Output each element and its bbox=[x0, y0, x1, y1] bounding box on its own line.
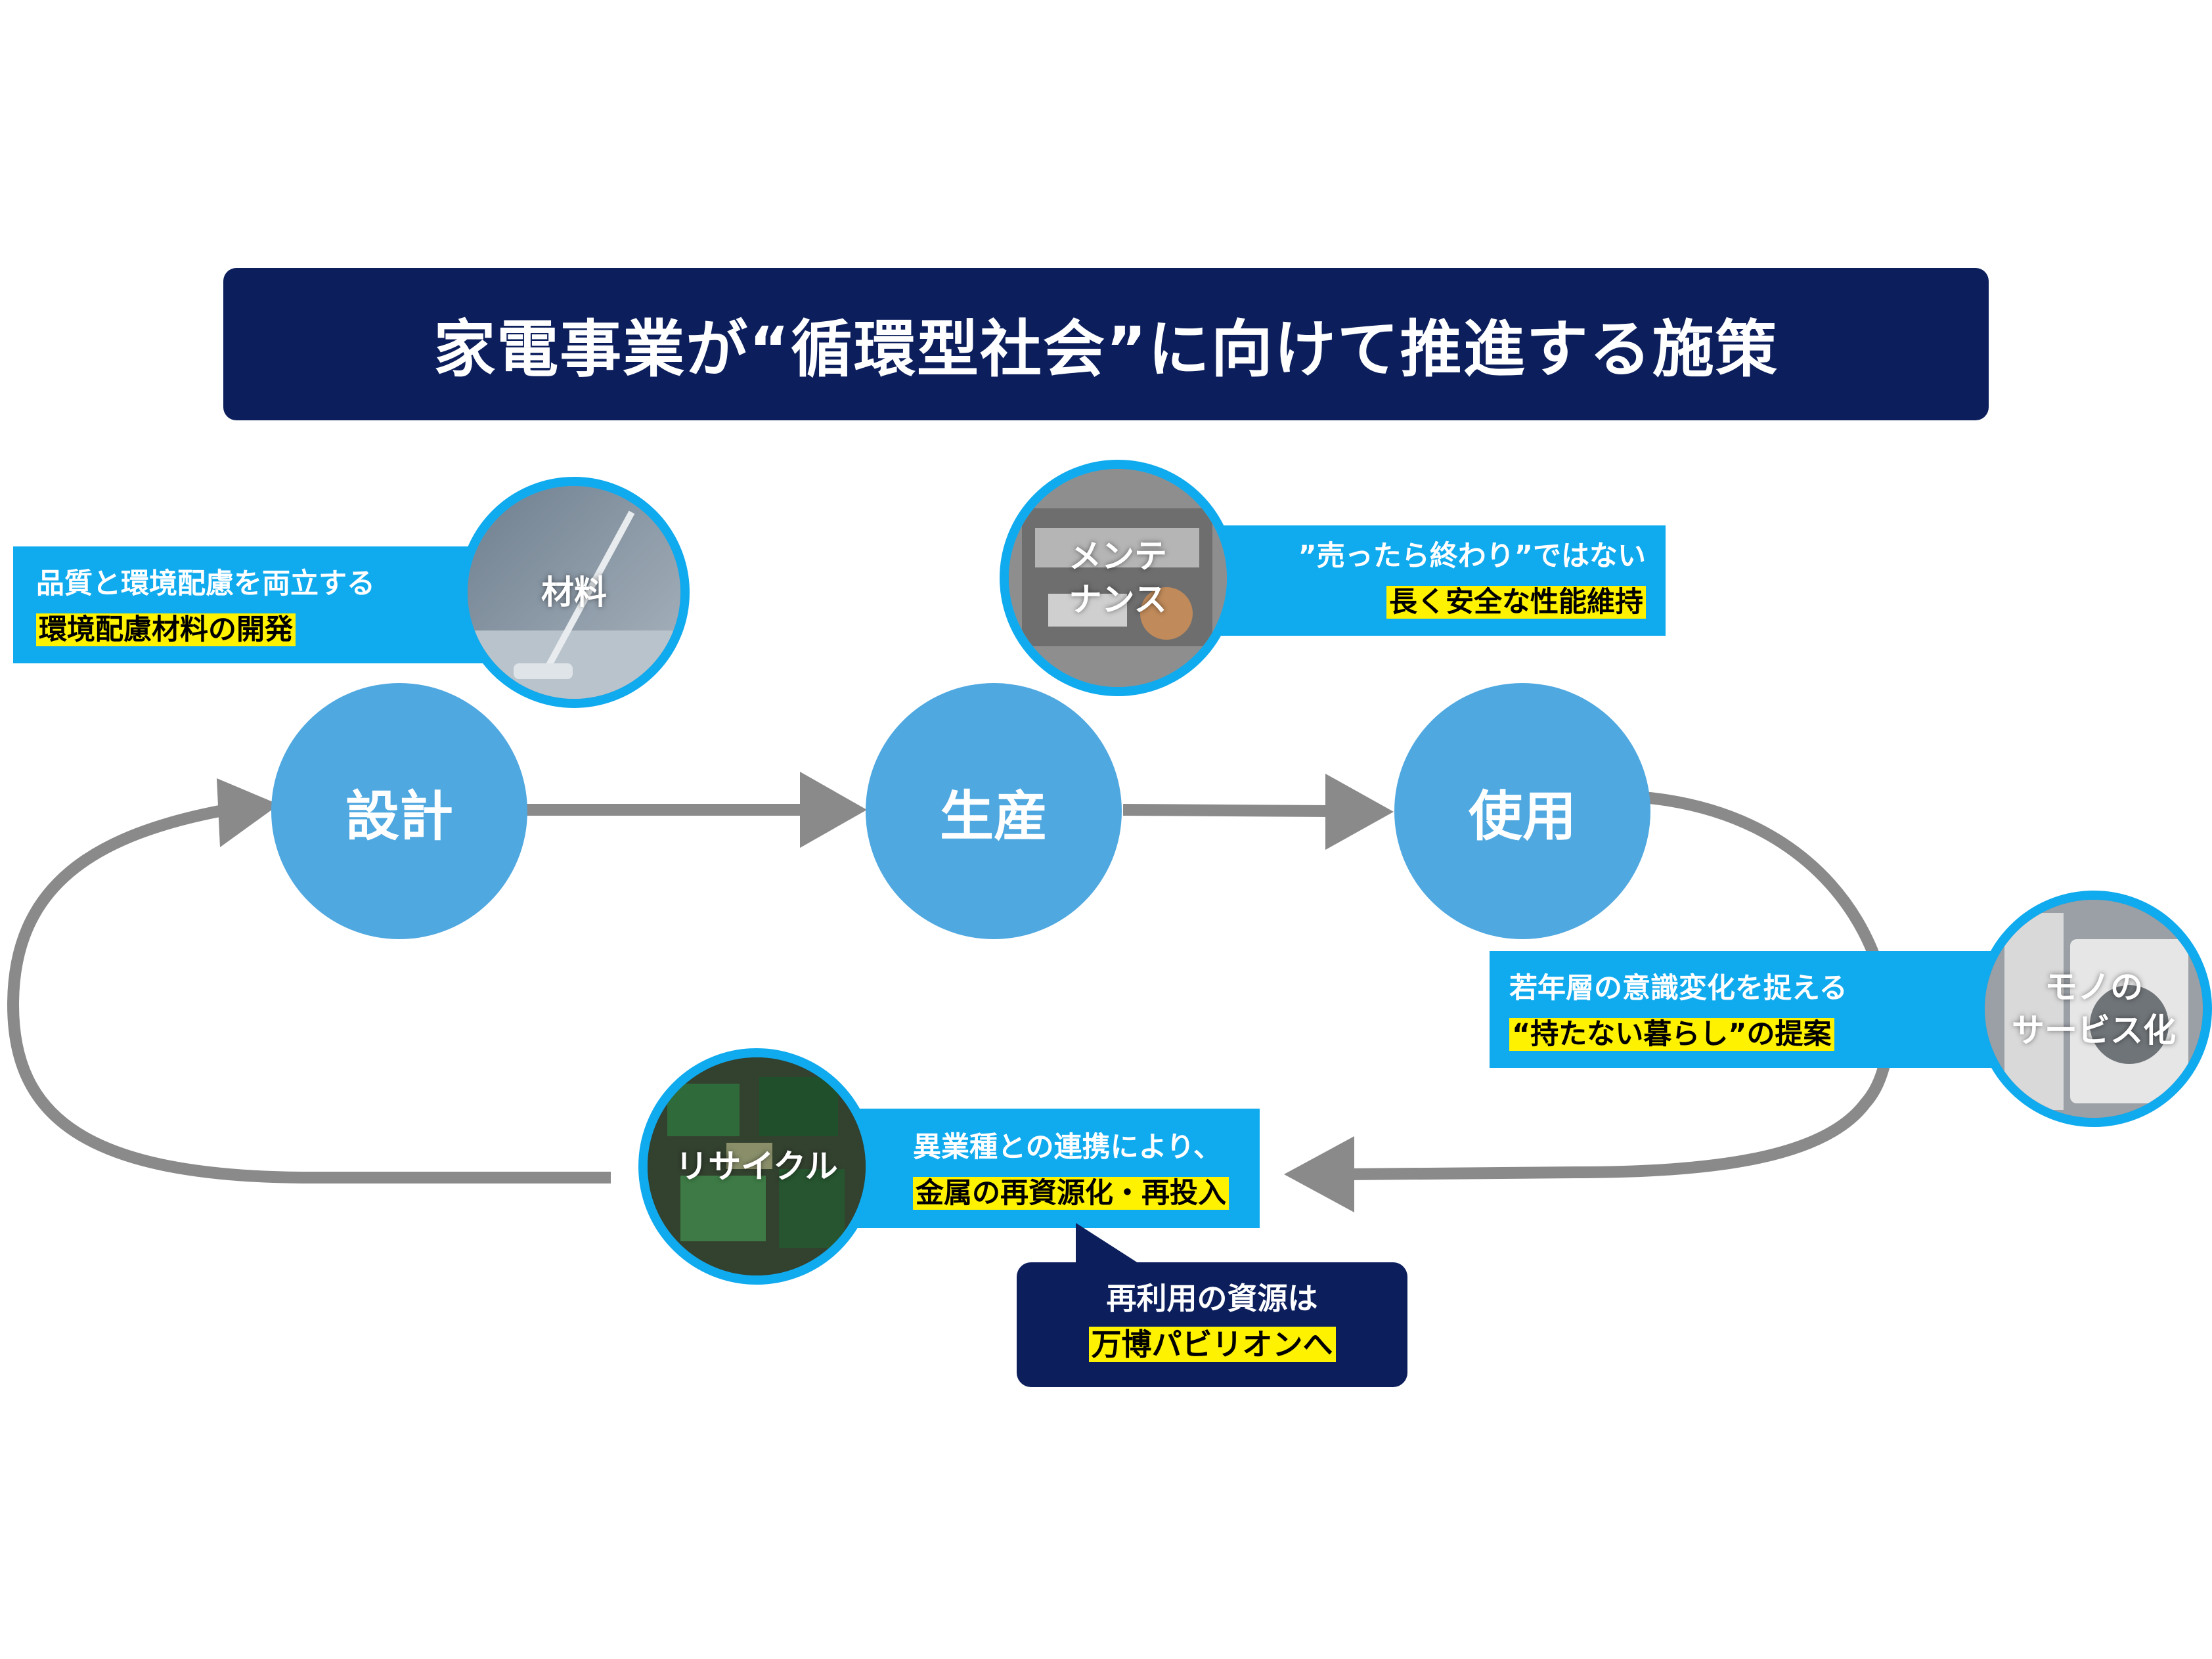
arrow-production-to-use bbox=[1122, 804, 1333, 817]
reuse-note-text: 再利用の資源は bbox=[1106, 1281, 1318, 1316]
arrowhead-recycle bbox=[1284, 1136, 1354, 1212]
maintenance-highlight: 長く安全な性能維持 bbox=[1386, 586, 1646, 619]
recycle-highlight: 金属の再資源化・再投入 bbox=[913, 1177, 1229, 1210]
stage-production-label: 生産 bbox=[939, 785, 1048, 848]
page-title: 家電事業が“循環型社会”に向けて推進する施策 bbox=[433, 314, 1779, 386]
maintenance-text: ”売ったら終わり”ではない bbox=[1298, 540, 1646, 573]
title-banner: 家電事業が“循環型社会”に向けて推進する施策 bbox=[223, 268, 1989, 420]
arrow-recycle-to-design bbox=[7, 803, 611, 1183]
recycle-text: 異業種との連携により、 bbox=[913, 1131, 1222, 1164]
materials-text: 品質と環境配慮を両立する bbox=[36, 567, 375, 600]
reuse-note-pointer bbox=[1076, 1223, 1149, 1270]
machine-interior-image bbox=[1009, 469, 1227, 687]
maintenance-photo-label-1: メン bbox=[1069, 537, 1134, 575]
recycle-photo: リサイクル bbox=[638, 1048, 875, 1285]
stage-use: 使用 bbox=[1394, 683, 1650, 939]
recycle-callout: 異業種との連携により、 金属の再資源化・再投入 bbox=[821, 1109, 1260, 1228]
washing-machine-image bbox=[1985, 900, 2203, 1118]
materials-callout: 品質と環境配慮を両立する 環境配慮材料の開発 bbox=[13, 546, 486, 663]
circuit-boards-image bbox=[648, 1057, 866, 1275]
arrowhead-design bbox=[217, 778, 279, 847]
maintenance-photo-label-3: ナンス bbox=[1069, 581, 1167, 619]
materials-photo: 材料 bbox=[458, 477, 690, 708]
reuse-note: 再利用の資源は 万博パビリオンへ bbox=[1017, 1262, 1407, 1387]
materials-highlight: 環境配慮材料の開発 bbox=[36, 613, 296, 646]
stage-design-label: 設計 bbox=[345, 785, 453, 848]
maintenance-photo-label-2: テ bbox=[1134, 537, 1167, 575]
servitization-text: 若年層の意識変化を捉える bbox=[1509, 972, 1847, 1005]
reuse-note-highlight: 万博パビリオンへ bbox=[1088, 1327, 1336, 1362]
arrowhead-production bbox=[800, 772, 867, 848]
stage-use-label: 使用 bbox=[1468, 785, 1576, 848]
arrow-use-to-recycle bbox=[1346, 791, 1895, 1180]
servitization-photo-label-2: サービス化 bbox=[2012, 1011, 2176, 1050]
servitization-photo: モノの サービス化 bbox=[1976, 891, 2212, 1127]
arrowhead-use bbox=[1325, 774, 1394, 850]
materials-photo-label: 材料 bbox=[541, 573, 607, 611]
stage-design: 設計 bbox=[271, 683, 527, 939]
servitization-photo-label-1: モノの bbox=[2045, 968, 2143, 1006]
maintenance-photo: メンテ ナンス bbox=[1000, 460, 1236, 696]
servitization-highlight: “持たない暮らし”の提案 bbox=[1509, 1018, 1834, 1051]
vacuum-cleaner-image bbox=[468, 486, 680, 699]
servitization-callout: 若年層の意識変化を捉える “持たない暮らし”の提案 bbox=[1490, 951, 2028, 1068]
stage-production: 生産 bbox=[866, 683, 1122, 939]
maintenance-callout: ”売ったら終わり”ではない 長く安全な性能維持 bbox=[1195, 525, 1666, 636]
recycle-photo-label: リサイクル bbox=[675, 1147, 838, 1185]
